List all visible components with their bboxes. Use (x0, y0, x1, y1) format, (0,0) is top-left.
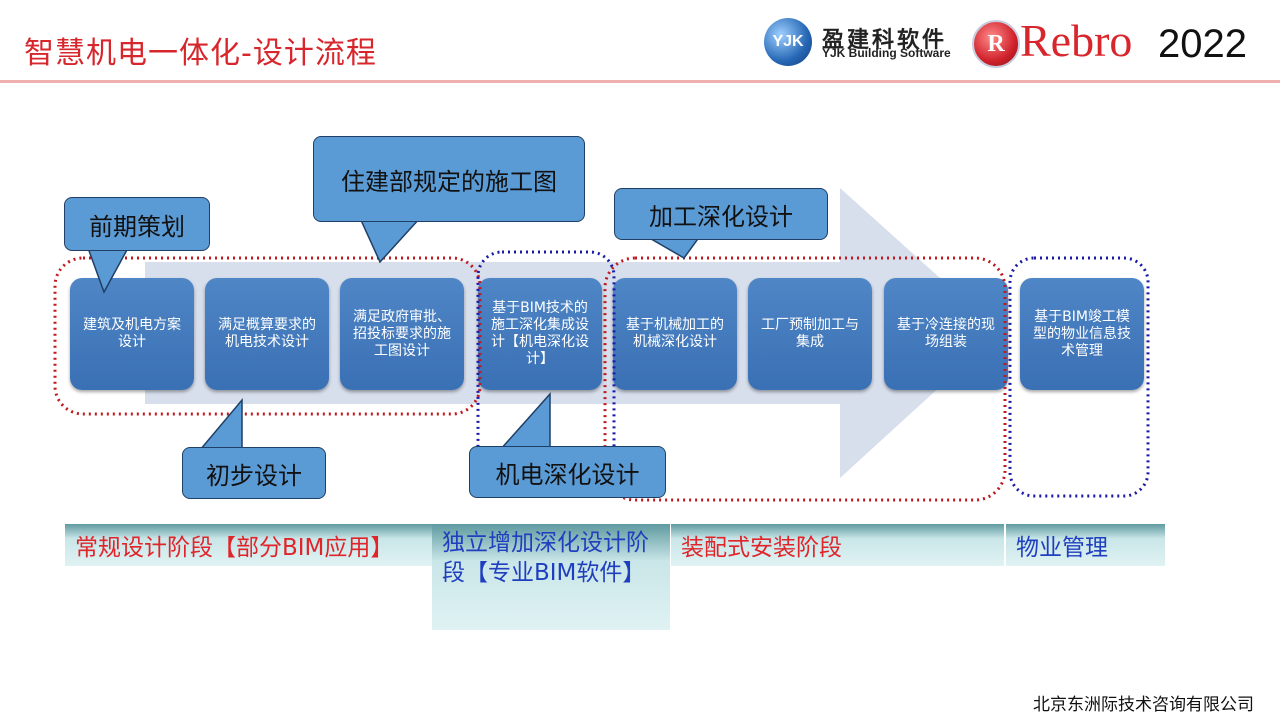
step-technical-design: 满足概算要求的机电技术设计 (205, 278, 329, 390)
callout-construction-drawing: 住建部规定的施工图 (313, 136, 585, 222)
yjk-logo-icon: YJK (764, 18, 812, 66)
step-property-management: 基于BIM竣工模型的物业信息技术管理 (1020, 278, 1144, 390)
company-footer: 北京东洲际技术咨询有限公司 (1033, 695, 1254, 715)
step-architecture-scheme: 建筑及机电方案设计 (70, 278, 194, 390)
callout-mep-detailing: 机电深化设计 (469, 446, 666, 498)
callout-processing: 加工深化设计 (614, 188, 828, 240)
phase-property: 物业管理 (1006, 524, 1165, 566)
yjk-brand-en: YJK Building Software (822, 46, 951, 60)
title-divider (0, 80, 1280, 83)
step-prefabrication: 工厂预制加工与集成 (748, 278, 872, 390)
step-site-assembly: 基于冷连接的现场组装 (884, 278, 1008, 390)
callout-initial-design: 初步设计 (182, 447, 326, 499)
rebro-year: 2022 (1158, 22, 1247, 66)
step-bim-detailing: 基于BIM技术的施工深化集成设计【机电深化设计】 (478, 278, 602, 390)
rebro-brand: Rebro (1020, 15, 1133, 66)
phase-conventional: 常规设计阶段【部分BIM应用】 (65, 524, 432, 566)
step-mechanical-detailing: 基于机械加工的机械深化设计 (613, 278, 737, 390)
rebro-logo-icon: R (972, 20, 1020, 68)
phase-independent: 独立增加深化设计阶段【专业BIM软件】 (432, 524, 670, 630)
slide-title: 智慧机电一体化-设计流程 (24, 36, 377, 71)
callout-preliminary: 前期策划 (64, 197, 210, 251)
yjk-brand-cn: 盈建科软件 (822, 28, 948, 53)
step-construction-drawing: 满足政府审批、招投标要求的施工图设计 (340, 278, 464, 390)
phase-assembly: 装配式安装阶段 (671, 524, 1004, 566)
